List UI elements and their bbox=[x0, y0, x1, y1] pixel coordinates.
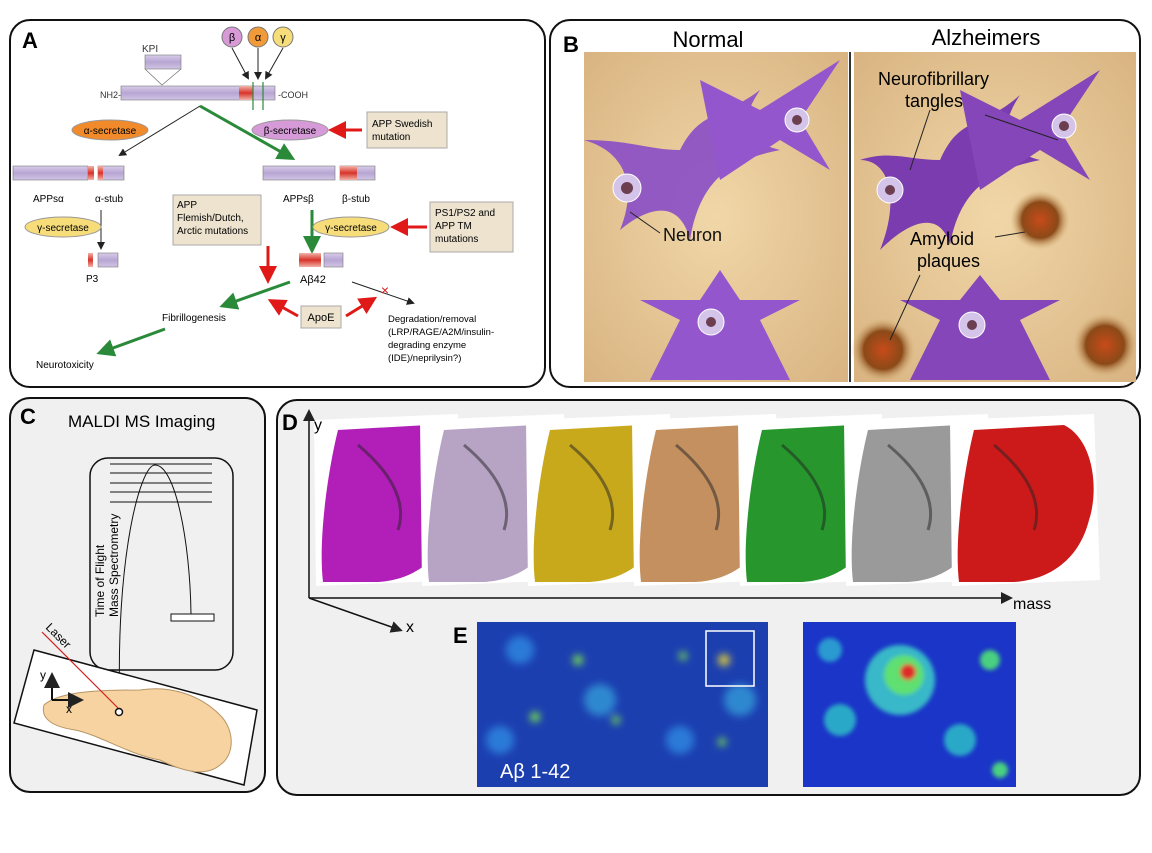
panel-label: A bbox=[22, 28, 38, 53]
brain-slice-image bbox=[950, 414, 1100, 586]
degradation-label: Degradation/removal(LRP/RAGE/A2M/insulin… bbox=[388, 314, 494, 364]
brain-section bbox=[42, 688, 232, 773]
amyloid-plaque bbox=[851, 318, 915, 382]
cooh-label: -COOH bbox=[278, 90, 308, 100]
gamma-secretase-left: γ-secretase bbox=[37, 223, 89, 234]
panel-c: C MALDI MS Imaging Time of FlightMass Sp… bbox=[9, 397, 266, 793]
y-axis-label: y bbox=[40, 668, 46, 682]
panel-label: B bbox=[563, 32, 579, 57]
y-axis-label: y bbox=[314, 417, 322, 434]
enzyme-circles: β α γ bbox=[221, 26, 294, 48]
bstub-label: β-stub bbox=[342, 194, 370, 205]
gamma-secretase-right: γ-secretase bbox=[325, 223, 377, 234]
zoom-region-box bbox=[705, 630, 755, 687]
x-axis-label: x bbox=[66, 702, 72, 716]
alzheimers-title: Alzheimers bbox=[932, 25, 1041, 50]
panel-label: D bbox=[282, 410, 298, 435]
mass-image-stack bbox=[314, 414, 1100, 586]
appsa-label: APPsα bbox=[33, 194, 64, 205]
neurotoxicity-label: Neurotoxicity bbox=[36, 360, 94, 371]
panel-a: A KPI β α γ NH2- -COOH α-secretase β-sec… bbox=[9, 19, 546, 388]
astub-label: α-stub bbox=[95, 194, 123, 205]
abeta-ion-image: Aβ 1-42 bbox=[477, 622, 768, 787]
apoe-box: ApoE bbox=[308, 312, 335, 324]
svg-text:γ: γ bbox=[280, 32, 286, 44]
tof-label: Time of FlightMass Spectrometry bbox=[93, 514, 121, 617]
abeta42-label: Aβ42 bbox=[300, 274, 326, 286]
panel-d-e: D y mass x E Aβ 1-42 bbox=[276, 399, 1141, 796]
neuron-label: Neuron bbox=[663, 225, 722, 245]
x-axis-label: x bbox=[406, 619, 414, 636]
p3-label: P3 bbox=[86, 274, 99, 285]
amyloid-plaque bbox=[1010, 190, 1070, 250]
app-protein bbox=[120, 85, 276, 101]
panel-b: B Normal Alzheimers Neuron Neurofi bbox=[549, 19, 1141, 388]
panel-label: E bbox=[453, 623, 468, 648]
svg-text:×: × bbox=[381, 282, 389, 298]
panel-label: C bbox=[20, 404, 36, 429]
beta-secretase: β-secretase bbox=[264, 126, 317, 137]
maldi-title: MALDI MS Imaging bbox=[68, 412, 215, 431]
svg-text:α: α bbox=[255, 32, 262, 44]
nh2-label: NH2- bbox=[100, 90, 121, 100]
normal-title: Normal bbox=[673, 27, 744, 52]
normal-neuron-illustration: Neuron bbox=[584, 52, 848, 382]
appsb-label: APPsβ bbox=[283, 194, 314, 205]
amyloid-plaque bbox=[1073, 313, 1137, 377]
abeta-zoomed-image bbox=[803, 622, 1016, 787]
kpi-label: KPI bbox=[142, 44, 158, 55]
fibrillogenesis-label: Fibrillogenesis bbox=[162, 313, 226, 324]
laser-beam bbox=[41, 631, 119, 709]
svg-text:β: β bbox=[229, 32, 235, 44]
alpha-secretase: α-secretase bbox=[84, 126, 137, 137]
abeta-caption: Aβ 1-42 bbox=[500, 761, 570, 783]
mass-axis-label: mass bbox=[1013, 596, 1051, 613]
